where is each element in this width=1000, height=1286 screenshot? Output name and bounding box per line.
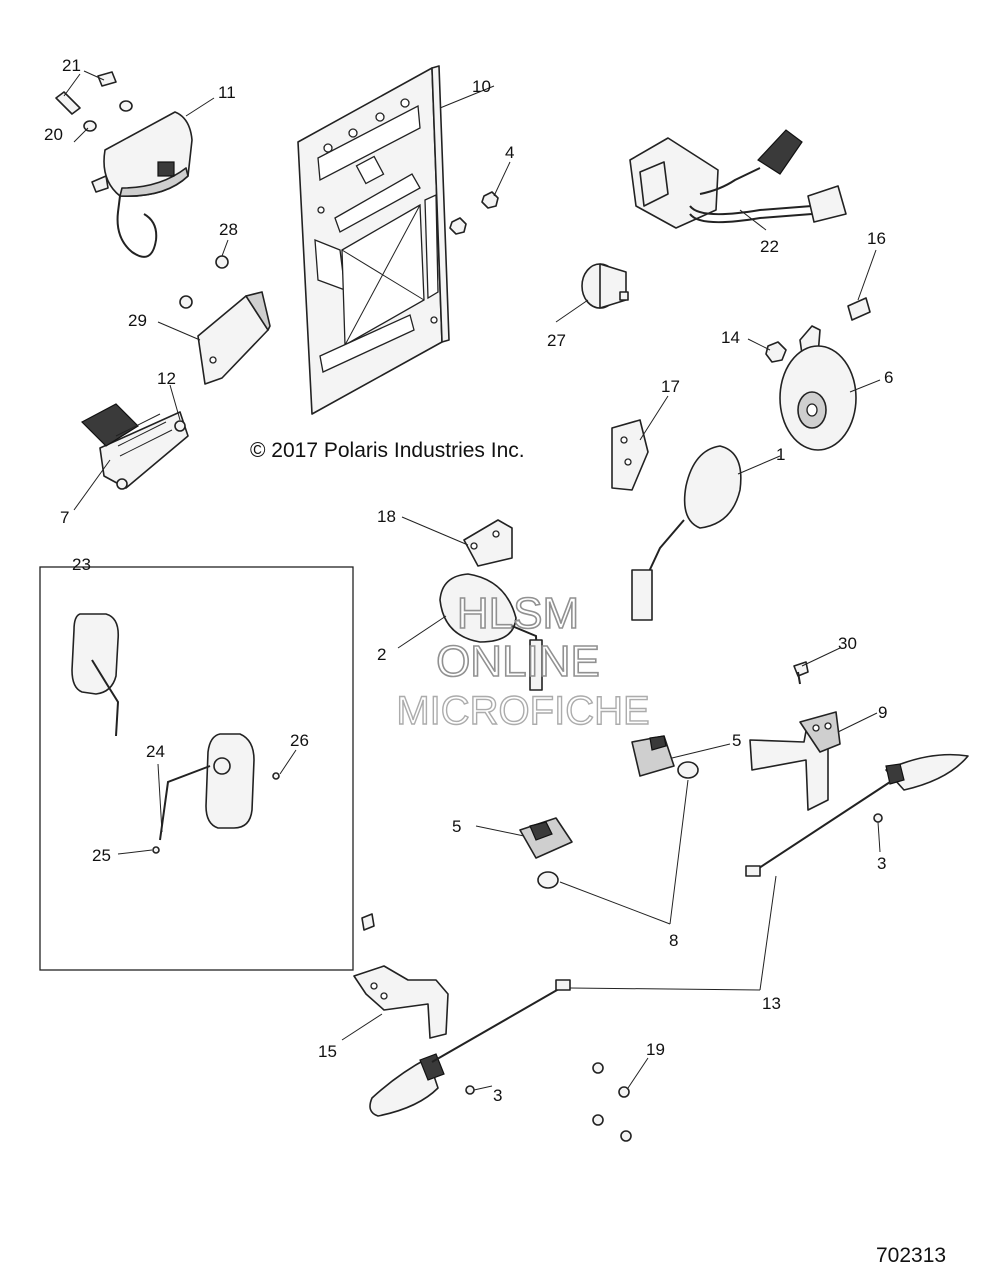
horn-bolt bbox=[765, 297, 871, 363]
callout-8: 8 bbox=[669, 931, 678, 950]
callout-5b: 5 bbox=[452, 817, 461, 836]
watermark: HLSM ONLINE MICROFICHE bbox=[396, 588, 651, 734]
control-module bbox=[81, 403, 189, 490]
switch-assembly bbox=[629, 129, 847, 229]
callout-29: 29 bbox=[128, 311, 147, 330]
callout-3b: 3 bbox=[493, 1086, 502, 1105]
flange-nut bbox=[537, 761, 699, 889]
callout-9: 9 bbox=[878, 703, 887, 722]
callout-19: 19 bbox=[646, 1040, 665, 1059]
diagram-id: 702313 bbox=[876, 1244, 946, 1267]
callout-5a: 5 bbox=[732, 731, 741, 750]
turn-signal-right bbox=[745, 753, 969, 877]
callout-25: 25 bbox=[92, 846, 111, 865]
bolt-and-washers bbox=[55, 71, 133, 132]
mirror-right bbox=[631, 445, 742, 621]
callout-17: 17 bbox=[661, 377, 680, 396]
callout-14: 14 bbox=[721, 328, 740, 347]
copyright-notice: © 2017 Polaris Industries Inc. bbox=[250, 439, 525, 462]
nut bbox=[449, 191, 499, 235]
mirror-kit-box bbox=[39, 566, 354, 971]
callout-15: 15 bbox=[318, 1042, 337, 1061]
tail-light bbox=[91, 111, 193, 258]
mirror-left bbox=[439, 573, 543, 691]
signal-bracket-left bbox=[353, 913, 449, 1039]
callout-12: 12 bbox=[157, 369, 176, 388]
callout-16: 16 bbox=[867, 229, 886, 248]
leader-lines bbox=[63, 70, 881, 1091]
tail-light-bracket bbox=[179, 255, 271, 385]
watermark-line-1: HLSM bbox=[457, 589, 579, 638]
callout-7: 7 bbox=[60, 508, 69, 527]
rubber-block bbox=[519, 735, 675, 859]
callout-4: 4 bbox=[505, 143, 514, 162]
watermark-line-2: ONLINE bbox=[436, 637, 600, 686]
callout-18: 18 bbox=[377, 507, 396, 526]
small-bracket bbox=[463, 519, 513, 567]
signal-bracket-right bbox=[749, 711, 841, 811]
screw bbox=[793, 661, 809, 685]
screws bbox=[592, 1062, 632, 1142]
callout-26: 26 bbox=[290, 731, 309, 750]
callout-23: 23 bbox=[72, 555, 91, 574]
watermark-line-3: MICROFICHE bbox=[396, 689, 649, 733]
callout-3a: 3 bbox=[877, 854, 886, 873]
connector bbox=[581, 263, 629, 309]
callout-24: 24 bbox=[146, 742, 165, 761]
callout-11: 11 bbox=[218, 83, 236, 102]
callout-10: 10 bbox=[472, 77, 491, 96]
callout-1: 1 bbox=[776, 445, 785, 464]
horn bbox=[779, 325, 857, 451]
callout-30: 30 bbox=[838, 634, 857, 653]
callout-20: 20 bbox=[44, 125, 63, 144]
callout-2: 2 bbox=[377, 645, 386, 664]
callout-22: 22 bbox=[760, 237, 779, 256]
callout-28: 28 bbox=[219, 220, 238, 239]
turn-signal-left bbox=[369, 979, 571, 1117]
callout-numbers: 1 2 3 3 4 5 5 6 7 8 9 10 11 12 13 14 15 … bbox=[44, 56, 893, 1105]
mirror-bracket bbox=[611, 419, 649, 491]
callout-13: 13 bbox=[762, 994, 781, 1013]
callout-27: 27 bbox=[547, 331, 566, 350]
license-plate-bracket bbox=[297, 65, 450, 415]
callout-6: 6 bbox=[884, 368, 893, 387]
callout-21: 21 bbox=[62, 56, 81, 75]
